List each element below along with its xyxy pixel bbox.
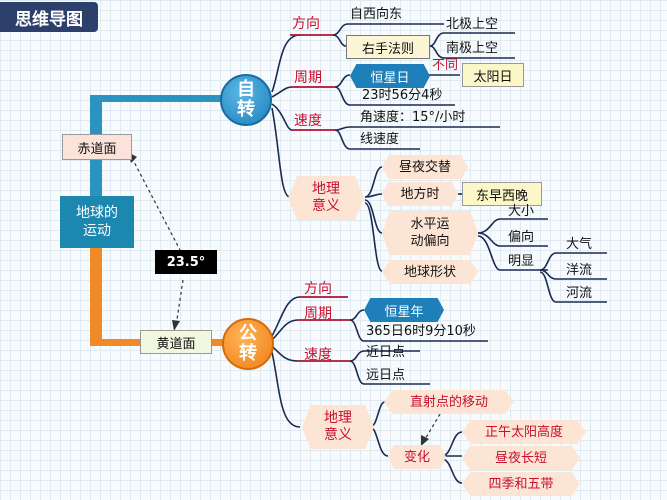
rotation-period-label: 周期 [294, 70, 322, 86]
direct-point-movement: 直射点的移动 [384, 390, 514, 414]
tilt-angle-badge: 23.5° [155, 250, 217, 274]
root-node: 地球的 运动 [60, 196, 134, 248]
day-length: 昼夜长短 [462, 446, 580, 470]
atmosphere: 大气 [566, 237, 593, 252]
south-pole-view: 南极上空 [446, 41, 499, 56]
rotation-direction-value: 自西向东 [350, 7, 403, 22]
noon-sun-height: 正午太阳高度 [462, 420, 586, 444]
aphelion: 远日点 [366, 368, 406, 383]
deflection-obvious: 明显 [508, 254, 535, 269]
solar-day-box: 太阳日 [462, 63, 524, 87]
sidereal-year-value: 365日6时9分10秒 [366, 324, 476, 339]
change-node: 变化 [388, 445, 446, 469]
sidereal-day-box: 恒星日 [350, 64, 430, 88]
horizontal-deflection: 水平运 动偏向 [382, 211, 478, 255]
rotation-direction-label: 方向 [292, 16, 320, 32]
page-title-text: 思维导图 [15, 9, 83, 30]
tilt-arrow-down [175, 279, 184, 327]
revolution-trunk [90, 246, 102, 346]
revolution-period-label: 周期 [304, 306, 332, 322]
revolution-node: 公 转 [222, 318, 274, 370]
north-pole-view: 北极上空 [446, 17, 499, 32]
sidereal-day-value: 23时56分4秒 [362, 88, 443, 103]
seasons-and-zones: 四季和五带 [462, 472, 580, 496]
sidereal-year-box: 恒星年 [364, 298, 444, 322]
tilt-arrow-up [131, 157, 181, 251]
perihelion: 近日点 [366, 345, 406, 360]
deflection-magnitude: 大小 [508, 204, 535, 219]
page-title: 思维导图 [0, 2, 98, 32]
angular-speed: 角速度：15°/小时 [360, 110, 466, 125]
revolution-direction-label: 方向 [304, 281, 332, 297]
earth-shape: 地球形状 [382, 260, 478, 284]
local-time: 地方时 [382, 182, 458, 206]
equator-plane-box: 赤道面 [62, 134, 132, 160]
ecliptic-plane-box: 黄道面 [140, 330, 212, 354]
revolution-speed-label: 速度 [304, 347, 332, 363]
rotation-significance-node: 地理 意义 [288, 176, 364, 220]
river: 河流 [566, 286, 593, 301]
rotation-node: 自 转 [220, 74, 272, 126]
ocean-current: 洋流 [566, 263, 593, 278]
accent-underlines [290, 34, 350, 362]
change-arrow [423, 413, 441, 442]
difference-note: 不同 [432, 58, 459, 73]
rotation-link [90, 95, 230, 102]
day-night-alternation: 昼夜交替 [382, 155, 468, 179]
right-hand-rule-box: 右手法则 [346, 35, 430, 59]
rotation-speed-label: 速度 [294, 113, 322, 129]
revolution-significance-node: 地理 意义 [302, 405, 374, 449]
linear-speed: 线速度 [360, 132, 400, 147]
east-earlier-west-later: 东早西晚 [462, 182, 542, 206]
deflection-direction: 偏向 [508, 230, 535, 245]
